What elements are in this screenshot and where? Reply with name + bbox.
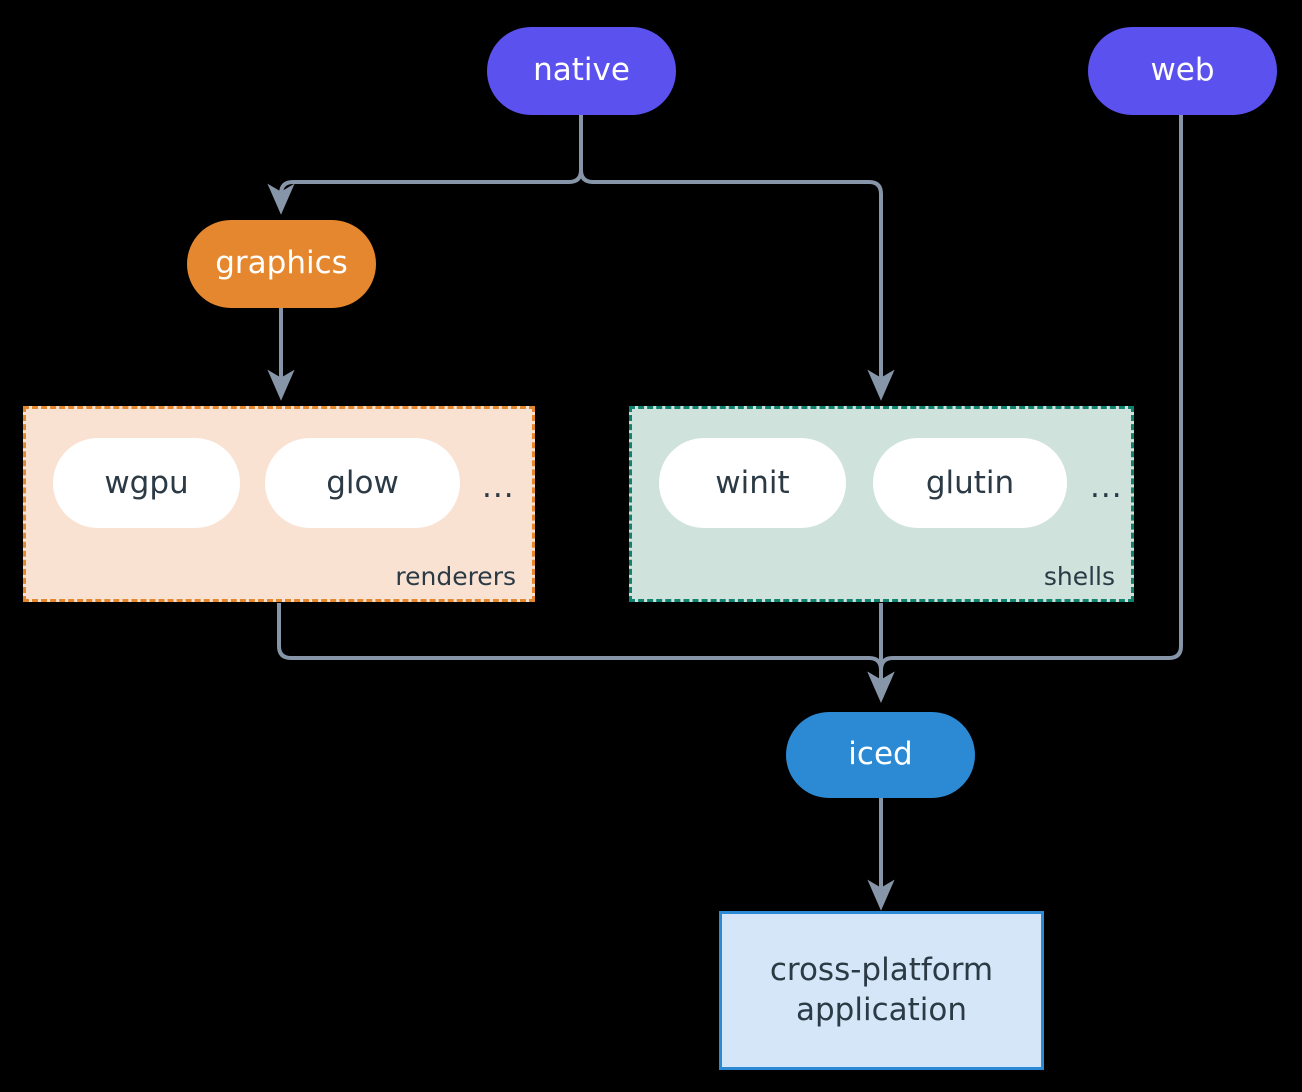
node-application[interactable]: cross-platform application xyxy=(719,911,1044,1070)
leaf-wgpu-label: wgpu xyxy=(104,465,189,501)
group-shells-label: shells xyxy=(1043,562,1115,591)
leaf-winit[interactable]: winit xyxy=(659,438,846,528)
edge-web-iced xyxy=(867,113,1183,703)
leaf-glow[interactable]: glow xyxy=(265,438,460,528)
edge-native-shells xyxy=(579,113,895,401)
shells-more-ellipsis: ... xyxy=(1090,469,1123,505)
node-application-line1: cross-platform xyxy=(769,951,994,988)
renderers-more-ellipsis: ... xyxy=(482,469,515,505)
node-web[interactable]: web xyxy=(1088,27,1277,115)
leaf-glutin[interactable]: glutin xyxy=(873,438,1067,528)
node-iced-label: iced xyxy=(848,736,913,773)
edge-renderers-iced xyxy=(277,603,895,703)
node-application-line2: application xyxy=(796,991,967,1028)
leaf-winit-label: winit xyxy=(715,465,790,501)
group-renderers-label: renderers xyxy=(395,562,516,591)
node-graphics[interactable]: graphics xyxy=(187,220,376,308)
node-native[interactable]: native xyxy=(487,27,676,115)
leaf-glow-label: glow xyxy=(326,465,399,501)
leaf-glutin-label: glutin xyxy=(925,465,1015,501)
group-shells: winit glutin ... shells xyxy=(629,406,1134,602)
node-native-label: native xyxy=(533,52,630,89)
node-iced[interactable]: iced xyxy=(786,712,975,798)
leaf-wgpu[interactable]: wgpu xyxy=(53,438,240,528)
edge-native-split xyxy=(267,113,583,215)
node-graphics-label: graphics xyxy=(215,245,348,282)
node-web-label: web xyxy=(1150,52,1215,89)
group-renderers: wgpu glow ... renderers xyxy=(23,406,535,602)
